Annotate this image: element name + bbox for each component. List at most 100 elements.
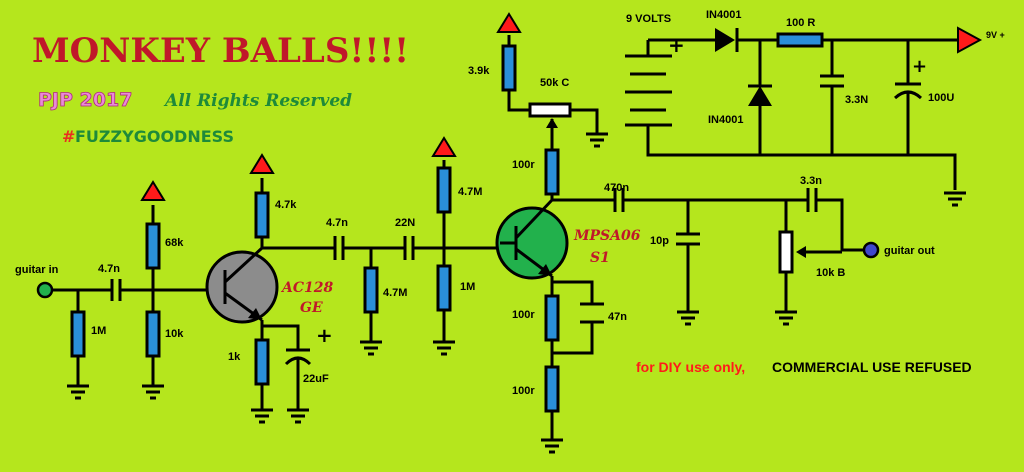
ground-icon: [65, 384, 91, 400]
cap-3n3-output: [806, 188, 864, 254]
c-mid2-label: 22N: [395, 217, 415, 229]
diy-notice: for DIY use only,: [636, 359, 745, 375]
resistor-100r-bottom: [544, 365, 560, 413]
cap-22uf-curve: [284, 356, 312, 366]
cap-22n-mid: [403, 236, 415, 260]
q2-leads: [500, 198, 554, 278]
cap-100u: [893, 40, 923, 155]
c10p-label: 10p: [650, 235, 669, 247]
transistor-q2: [495, 206, 569, 280]
q1-emitter-wire: [260, 320, 300, 410]
c3n3-out-label: 3.3n: [800, 175, 822, 187]
input-capacitor: [110, 279, 122, 301]
r1m-b-label: 1M: [460, 281, 475, 293]
vcc-arrow-icon: [496, 12, 522, 33]
diode-top-label: IN4001: [706, 9, 741, 21]
ground-icon: [285, 408, 311, 424]
c47n-label: 47n: [608, 311, 627, 323]
transistor-q1: [205, 250, 279, 324]
resistor-100r-mid: [544, 294, 560, 342]
q2-collector-wire: [550, 194, 808, 202]
r4k7-label: 4.7k: [275, 199, 297, 211]
supply-9v-label: 9 VOLTS: [626, 13, 671, 25]
resistor-68k: [145, 222, 161, 270]
out-9v-arrow-icon: [957, 26, 983, 54]
resistor-10k: [145, 310, 161, 358]
vcc-arrow-icon: [431, 136, 457, 157]
r1m-in-label: 1M: [91, 325, 106, 337]
ground-icon: [249, 408, 275, 424]
r100r-mid-label: 100r: [512, 309, 535, 321]
r4m7-a-label: 4.7M: [383, 287, 407, 299]
r1k-label: 1k: [228, 351, 241, 363]
ground-icon: [140, 384, 166, 400]
r4m7-b-label: 4.7M: [458, 186, 482, 198]
resistor-4m7-b: [436, 166, 452, 214]
guitar-out-label: guitar out: [884, 245, 935, 257]
author-credit: PJP 2017: [38, 89, 132, 111]
psu-rail-wire: [646, 38, 957, 190]
cap-470n: [613, 188, 625, 212]
pot-50k-wiper-icon: [546, 118, 558, 128]
ground-icon: [431, 340, 457, 356]
resistor-4k7: [254, 191, 270, 239]
ground-icon: [942, 191, 968, 207]
hashtag-symbol: #: [62, 127, 75, 146]
cap-100u-plus: +: [912, 56, 927, 77]
pot-50k-wire: [507, 35, 599, 134]
q1-emitter-arrow-icon: [248, 308, 262, 320]
pot-10k-wiper-icon: [796, 246, 806, 258]
guitar-in-label: guitar in: [15, 264, 59, 276]
cap-3n3-psu: [820, 40, 844, 155]
resistor-4m7-a: [363, 266, 379, 314]
q1-part-label: AC128: [280, 280, 333, 296]
c470n-label: 470n: [604, 182, 629, 194]
diode-bottom-label: IN4001: [708, 114, 743, 126]
r100r-top-label: 100r: [512, 159, 535, 171]
resistor-1m-b: [436, 264, 452, 312]
hashtag-text: FUZZYGOODNESS: [75, 127, 234, 146]
cap-47n: [580, 302, 604, 324]
resistor-1k: [254, 338, 270, 386]
input-cap-label: 4.7n: [98, 263, 120, 275]
resistor-1m-input: [70, 310, 86, 358]
guitar-out-jack: [862, 241, 880, 259]
resistor-3k9: [501, 44, 517, 92]
q2-emitter-wire: [550, 276, 594, 440]
out9v-label: 9V +: [986, 30, 1005, 40]
ground-icon: [539, 438, 565, 454]
diode-bottom-icon: [748, 86, 772, 106]
resistor-100r-top: [544, 148, 560, 196]
c100u-label: 100U: [928, 92, 954, 104]
c22uf-label: 22uF: [303, 373, 329, 385]
r100r-psu-label: 100 R: [786, 17, 815, 29]
r10k-label: 10k: [165, 328, 184, 340]
c3n3-psu-label: 3.3N: [845, 94, 868, 106]
title: MONKEY BALLS!!!!: [32, 31, 409, 71]
pot-10k: [778, 230, 794, 274]
r100r-bot-label: 100r: [512, 385, 535, 397]
diode-top-icon: [715, 28, 735, 52]
c-mid1-label: 4.7n: [326, 217, 348, 229]
r3k9-label: 3.9k: [468, 65, 490, 77]
resistor-100r-psu: [776, 32, 824, 48]
ground-icon: [675, 310, 701, 326]
pot50k-label: 50k C: [540, 77, 569, 89]
cap-22uf-plus: +: [316, 323, 333, 347]
pot10k-label: 10k B: [816, 267, 845, 279]
guitar-in-jack: [36, 281, 54, 299]
q2-grade-label: S1: [590, 250, 610, 266]
ground-icon: [358, 340, 384, 356]
pot-50k: [528, 102, 572, 118]
q1-collector-wire: [260, 178, 500, 250]
battery-icon: [625, 54, 672, 127]
ground-icon: [584, 132, 610, 148]
vcc-arrow-icon: [140, 180, 166, 201]
r68k-label: 68k: [165, 237, 184, 249]
commercial-notice: COMMERCIAL USE REFUSED: [772, 359, 972, 375]
ground-icon: [773, 310, 799, 326]
q2-part-label: MPSA06: [573, 228, 641, 244]
battery-plus: +: [668, 33, 685, 57]
